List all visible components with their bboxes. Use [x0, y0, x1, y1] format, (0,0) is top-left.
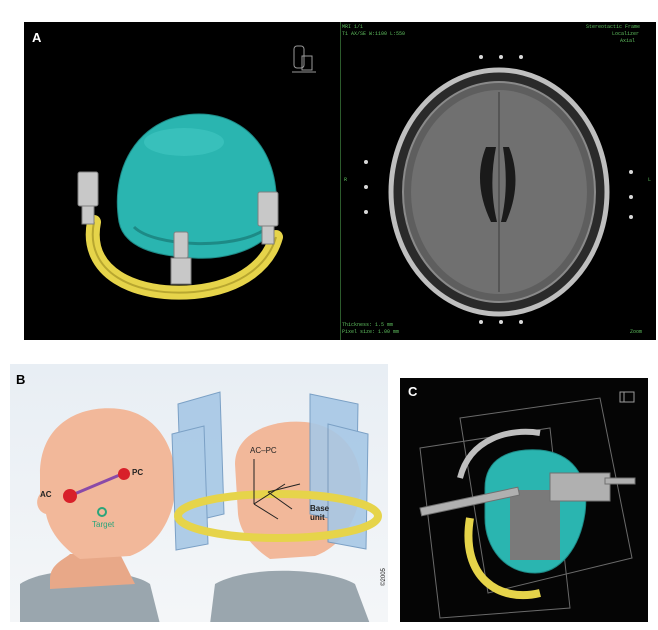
mri-footer-left-1: Thickness: 1.5 mm: [342, 322, 393, 328]
mri-right-marker: L: [648, 177, 651, 183]
mri-footer-left-2: Pixel size: 1.00 mm: [342, 329, 399, 335]
mri-header-right-3: Axial: [620, 38, 635, 44]
base-unit-label: Base unit: [310, 504, 329, 522]
ac-label: AC: [40, 490, 52, 499]
orientation-figure-icon: [292, 46, 316, 72]
ac-marker: [63, 489, 77, 503]
acpc-label: AC–PC: [250, 446, 277, 455]
mri-header-right-2: Localizer: [612, 31, 639, 37]
stereotactic-diagram: [10, 364, 388, 622]
skull-frame-render: [24, 22, 340, 340]
panel-c: C: [400, 378, 648, 622]
mri-header-left-2: T1 AX/SE W:1100 L:550: [342, 31, 405, 37]
mri-left-marker: R: [344, 177, 347, 183]
planning-3d-render: [400, 378, 648, 622]
mri-footer-right-1: Zoom: [630, 329, 642, 335]
mri-header-left-1: MRI 1/1: [342, 24, 363, 30]
view-cube-icon: [620, 392, 634, 402]
pc-label: PC: [132, 468, 143, 477]
pc-marker: [118, 468, 130, 480]
target-label: Target: [92, 520, 114, 529]
frame-post-front: [171, 232, 191, 284]
head-profile-left: [20, 408, 176, 622]
mri-header-right-1: Stereotactic Frame: [586, 24, 640, 30]
mri-axial-slice: [341, 22, 656, 340]
panel-a: A: [24, 22, 656, 340]
copyright-code: ©2005: [381, 568, 387, 586]
panel-b: B: [10, 364, 388, 622]
